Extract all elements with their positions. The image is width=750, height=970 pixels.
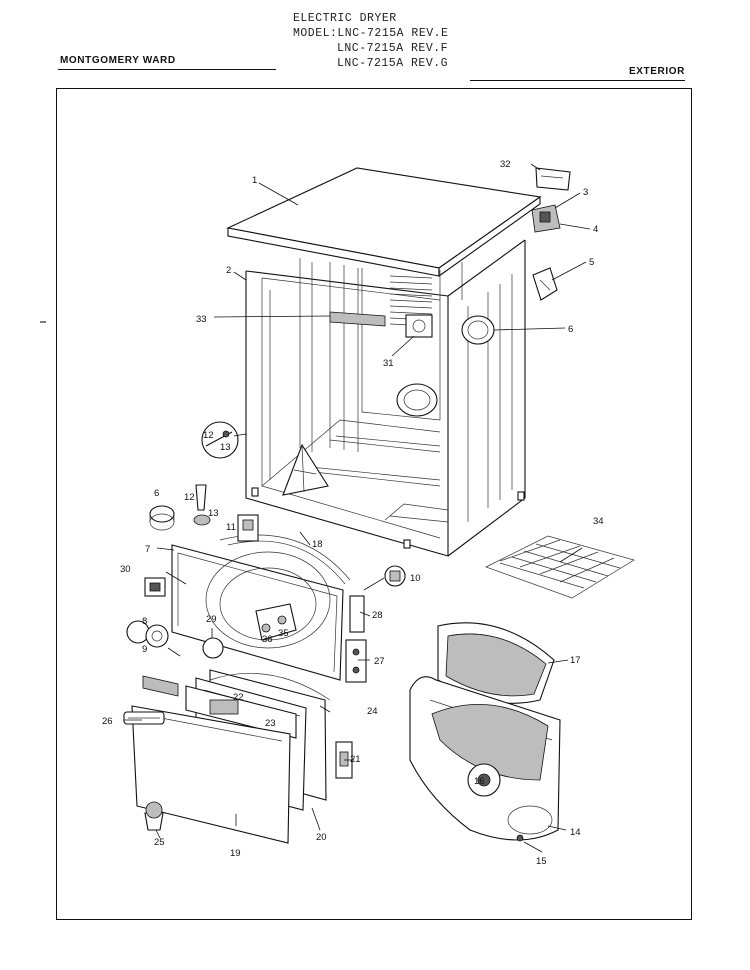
brand-label: MONTGOMERY WARD — [60, 55, 176, 66]
callout-11: 11 — [226, 522, 236, 533]
callout-20: 20 — [316, 832, 327, 843]
side-bracket-5 — [532, 267, 558, 301]
diagram-frame — [56, 88, 692, 920]
hinge-27 — [345, 639, 367, 683]
top-panel — [226, 167, 542, 278]
front-bulkhead — [171, 534, 351, 681]
callout-26: 26 — [102, 716, 113, 727]
center-support — [282, 443, 329, 496]
model-line-rev-g: LNC-7215A REV.G — [337, 57, 449, 70]
screw-detail-12-13 — [201, 421, 239, 459]
screw-15 — [516, 834, 524, 842]
callout-34: 34 — [593, 516, 604, 527]
callout-24: 24 — [367, 706, 378, 717]
callout-17: 17 — [570, 655, 581, 666]
cabinet — [245, 239, 526, 557]
callout-28: 28 — [372, 610, 383, 621]
callout-16: 16 — [474, 776, 485, 787]
callout-19: 19 — [230, 848, 241, 859]
hinge-bracket-32 — [535, 167, 571, 191]
callout-3: 3 — [583, 187, 588, 198]
exhaust-ring — [461, 315, 495, 345]
callout-5: 5 — [589, 257, 594, 268]
callout-12: 12 — [203, 430, 214, 441]
section-label: EXTERIOR — [629, 66, 685, 77]
callout-9: 9 — [142, 644, 147, 655]
rear-vent-grille — [389, 275, 433, 326]
brand-underline — [58, 69, 276, 70]
callout-31: 31 — [383, 358, 394, 369]
callout-2: 2 — [226, 265, 231, 276]
door-trim — [142, 675, 179, 697]
screw-12 — [195, 484, 207, 511]
callout-18: 18 — [312, 539, 323, 550]
callout-32: 32 — [500, 159, 511, 170]
model-line-rev-e: MODEL:LNC-7215A REV.E — [293, 27, 449, 40]
callout-13: 13 — [220, 442, 231, 453]
callout-29: 29 — [206, 614, 217, 625]
callout-10: 10 — [410, 573, 421, 584]
callout-14: 14 — [570, 827, 581, 838]
leader-lines — [124, 163, 591, 853]
diagram-title: ELECTRIC DRYER — [293, 12, 397, 25]
callout-25: 25 — [154, 837, 165, 848]
model-line-rev-f: LNC-7215A REV.F — [337, 42, 449, 55]
light-29 — [202, 637, 224, 659]
callout-6b: 6 — [154, 488, 159, 499]
door-window-22 — [185, 685, 297, 739]
washer-9 — [145, 624, 169, 648]
callout-6: 6 — [568, 324, 573, 335]
callout-33: 33 — [196, 314, 207, 325]
callout-15: 15 — [536, 856, 547, 867]
door-assembly — [123, 669, 353, 844]
callout-35: 35 — [278, 628, 289, 639]
callout-27: 27 — [374, 656, 385, 667]
terminal-block-31 — [405, 314, 433, 338]
callout-7: 7 — [145, 544, 150, 555]
callout-12b: 12 — [184, 492, 195, 503]
rear-bracket-33 — [329, 311, 386, 327]
rear-exhaust-opening — [396, 383, 438, 417]
callout-13b: 13 — [208, 508, 219, 519]
door-panel-19 — [131, 705, 291, 844]
callout-numbers: 1 2 3 4 5 6 6 7 8 9 10 11 12 12 13 13 14… — [102, 159, 604, 867]
callout-4: 4 — [593, 224, 598, 235]
callout-23: 23 — [265, 718, 276, 729]
strike-28 — [349, 595, 365, 633]
callout-1: 1 — [252, 175, 257, 186]
drying-rack-34 — [485, 535, 635, 599]
callout-22: 22 — [233, 692, 244, 703]
callout-36: 36 — [262, 634, 273, 645]
callout-8: 8 — [142, 616, 147, 627]
lint-filter-17 — [437, 622, 555, 704]
callout-21: 21 — [350, 754, 361, 765]
section-underline — [470, 80, 685, 81]
callout-30: 30 — [120, 564, 131, 575]
blower-housing-14 — [409, 676, 561, 842]
